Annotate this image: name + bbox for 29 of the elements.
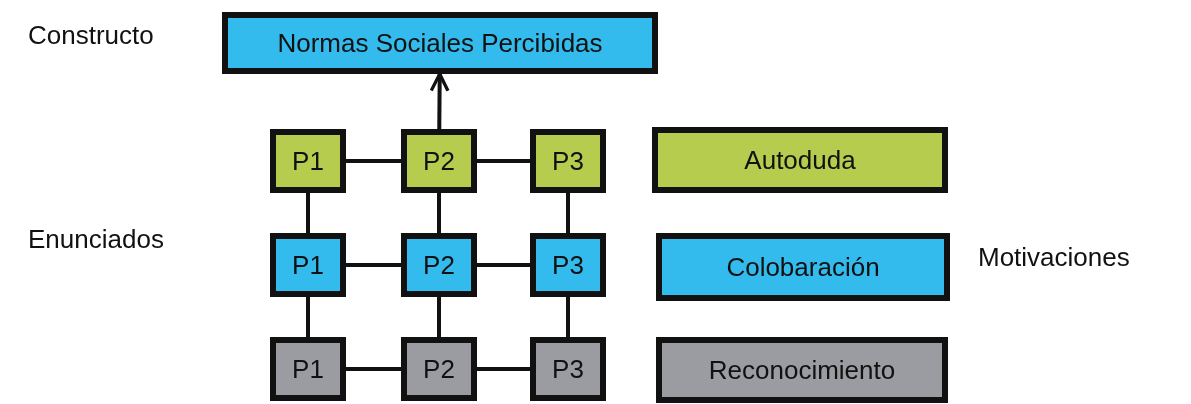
row-label: Motivaciones	[978, 242, 1130, 273]
connector-line	[477, 367, 530, 371]
statement-box: P1	[270, 129, 346, 193]
connector-line	[306, 193, 310, 233]
motivation-box: Colobaración	[656, 233, 950, 301]
construct-box: Normas Sociales Percibidas	[222, 12, 658, 74]
connector-line	[477, 263, 530, 267]
connector-line	[566, 193, 570, 233]
connector-line	[437, 193, 441, 233]
statement-box: P2	[401, 337, 477, 401]
statement-box: P1	[270, 233, 346, 297]
connector-line	[566, 297, 570, 337]
row-label: Enunciados	[28, 224, 164, 255]
statement-box: P1	[270, 337, 346, 401]
statement-box: P2	[401, 233, 477, 297]
connector-line	[306, 297, 310, 337]
connector-line	[346, 159, 401, 163]
statement-box: P2	[401, 129, 477, 193]
statement-box: P3	[530, 233, 606, 297]
arrow	[429, 72, 450, 130]
row-label: Constructo	[28, 20, 154, 51]
connector-line	[346, 367, 401, 371]
motivation-box: Reconocimiento	[656, 337, 948, 403]
statement-box: P3	[530, 337, 606, 401]
connector-line	[346, 263, 401, 267]
motivation-box: Autoduda	[652, 127, 948, 193]
connector-line	[477, 159, 530, 163]
connector-line	[437, 297, 441, 337]
statement-box: P3	[530, 129, 606, 193]
